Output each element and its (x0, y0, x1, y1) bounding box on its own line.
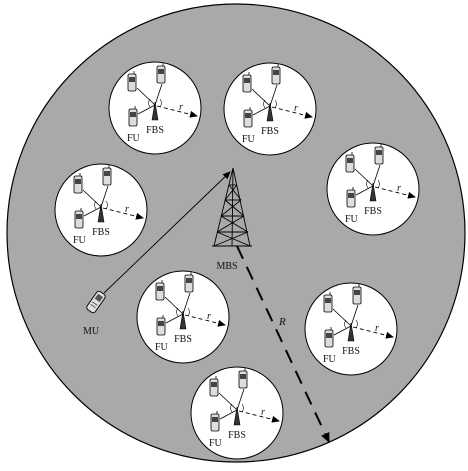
femto-user-phone-icon (243, 72, 251, 92)
femto-user-phone-icon (157, 315, 165, 335)
femtocell: FBS FU r (55, 164, 147, 256)
femto-user-phone-icon (103, 165, 111, 185)
fbs-label: FBS (261, 126, 279, 137)
fu-label: FU (242, 134, 256, 145)
fu-label: FU (155, 342, 169, 353)
fbs-label: FBS (146, 125, 164, 136)
femto-user-phone-icon (346, 152, 354, 172)
femto-user-phone-icon (75, 208, 83, 228)
femto-radius-label: r (207, 311, 211, 322)
femto-radius-label: r (397, 183, 401, 194)
femto-user-phone-icon (244, 107, 252, 127)
femto-user-phone-icon (375, 144, 383, 164)
fbs-label: FBS (364, 206, 382, 217)
femtocell: FBS FU r (137, 271, 229, 363)
macro-radius-label: R (278, 316, 286, 328)
femtocell: FBS FU r (305, 283, 397, 375)
femtocell: FBS FU r (224, 63, 316, 155)
femto-user-phone-icon (272, 64, 280, 84)
fbs-label: FBS (174, 334, 192, 345)
femto-user-phone-icon (353, 284, 361, 304)
femtocell: FBS FU r (109, 62, 201, 154)
femto-user-phone-icon (185, 272, 193, 292)
femto-user-phone-icon (325, 327, 333, 347)
fu-label: FU (73, 235, 87, 246)
fu-label: FU (127, 133, 141, 144)
femto-user-phone-icon (74, 173, 82, 193)
femtocell: FBS FU r (327, 143, 419, 235)
femto-user-phone-icon (129, 106, 137, 126)
fbs-label: FBS (228, 430, 246, 441)
mbs-label: MBS (216, 261, 237, 272)
fu-label: FU (323, 354, 337, 365)
femto-user-phone-icon (347, 187, 355, 207)
femto-user-phone-icon (157, 63, 165, 83)
femto-user-phone-icon (211, 411, 219, 431)
mu-label: MU (83, 326, 100, 337)
femto-user-phone-icon (210, 376, 218, 396)
femto-radius-label: r (375, 323, 379, 334)
femto-user-phone-icon (128, 71, 136, 91)
femto-radius-label: r (294, 103, 298, 114)
femto-user-phone-icon (239, 368, 247, 388)
fu-label: FU (345, 214, 359, 225)
femtocell: FBS FU r (191, 367, 283, 459)
femto-user-phone-icon (156, 280, 164, 300)
fbs-label: FBS (342, 346, 360, 357)
femto-radius-label: r (261, 407, 265, 418)
fu-label: FU (209, 438, 223, 449)
fbs-label: FBS (92, 227, 110, 238)
femto-radius-label: r (125, 204, 129, 215)
femto-user-phone-icon (324, 292, 332, 312)
femto-radius-label: r (179, 102, 183, 113)
